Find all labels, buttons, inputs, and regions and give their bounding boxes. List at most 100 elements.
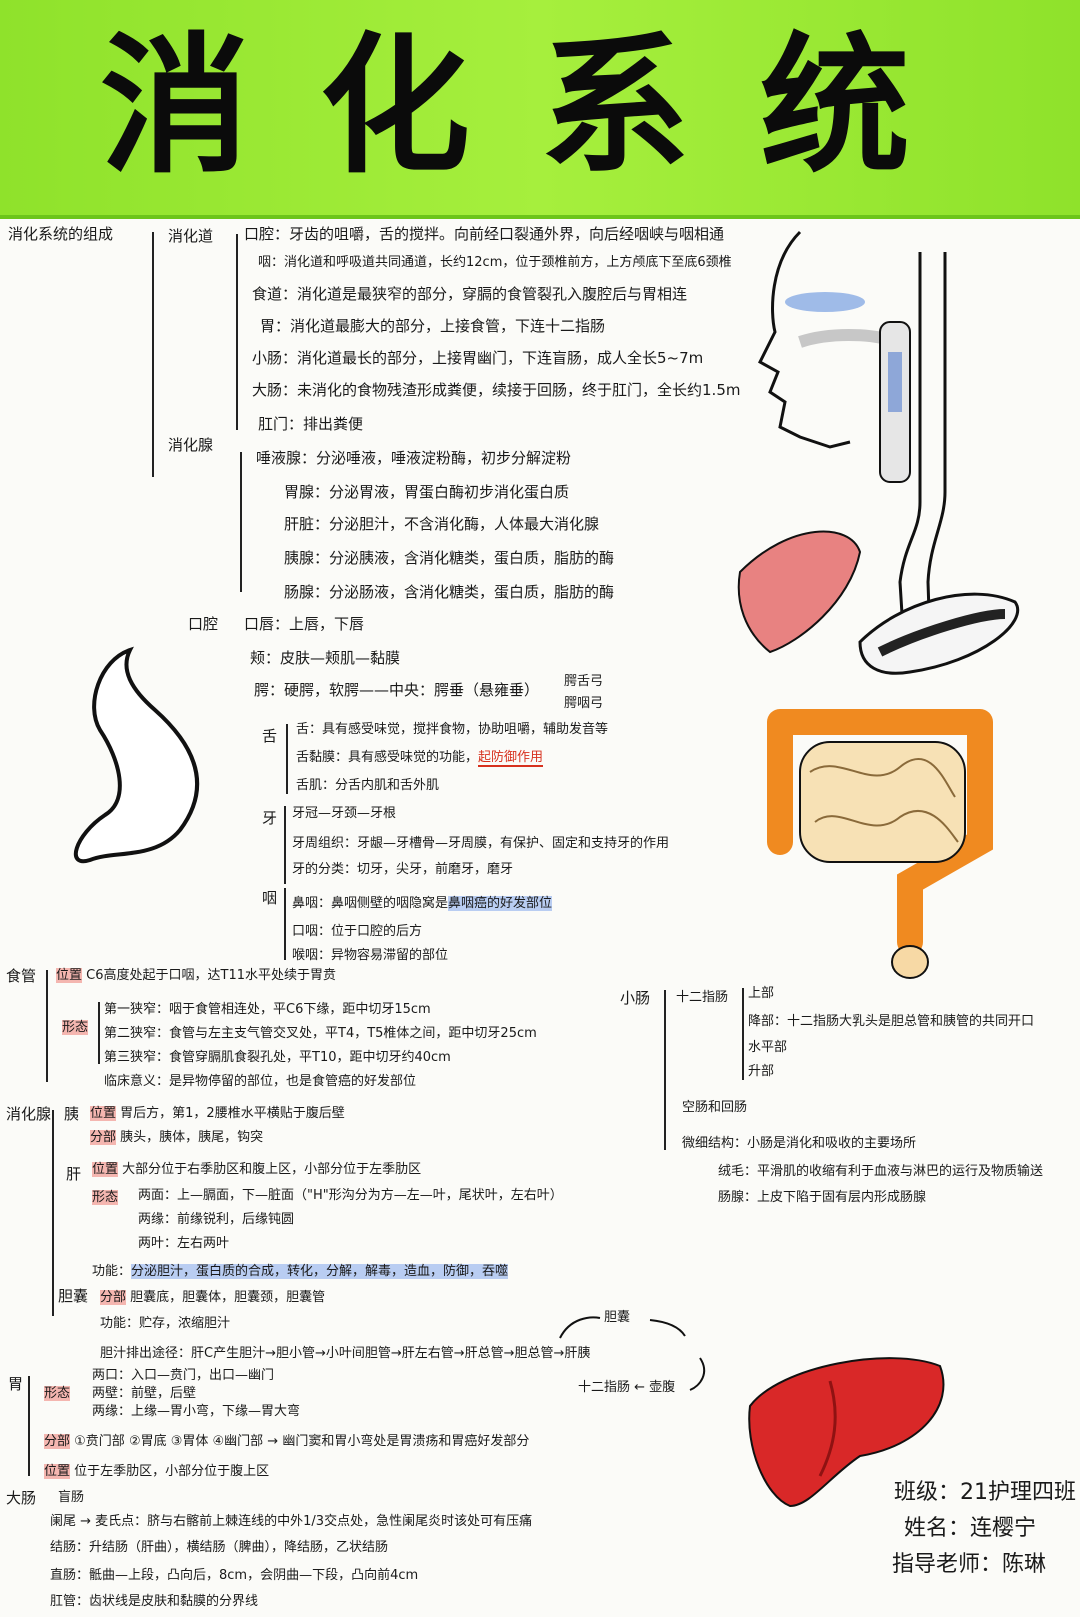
arrow-icon xyxy=(649,1319,686,1337)
palate-arch: 腭咽弓 xyxy=(564,696,604,711)
liver-lobe-line xyxy=(818,1380,837,1477)
liver-function-a: 分泌胆汁，蛋白质的合成， xyxy=(131,1264,288,1279)
tongue-mucosa-text: 舌黏膜：具有感受味觉的功能， xyxy=(296,750,479,765)
stomach-outline-icon xyxy=(73,646,200,864)
bracket-line xyxy=(46,970,48,1082)
liver-shape-1: 两面：上—膈面，下—脏面（"H"形沟分为方—左—叶，尾状叶，左右叶） xyxy=(138,1188,563,1203)
liver-shape-icon xyxy=(748,1357,945,1508)
mouth-label: 口腔 xyxy=(188,615,219,633)
gland-item: 胃腺：分泌胃液，胃蛋白酶初步消化蛋白质 xyxy=(284,483,570,501)
tag-position: 位置 xyxy=(56,968,83,983)
pharynx-item: 鼻咽：鼻咽侧壁的咽隐窝是鼻咽癌的好发部位 xyxy=(292,896,553,911)
gland-item: 肠腺：分泌肠液，含消化糖类，蛋白质，脂肪的酶 xyxy=(284,583,615,601)
liver-label: 肝 xyxy=(66,1165,82,1183)
liver-shape-2: 两缘：前缘锐利，后缘钝圆 xyxy=(138,1212,295,1227)
teeth-label: 牙 xyxy=(262,809,278,827)
arrow-icon xyxy=(559,1316,601,1339)
stomach-shade xyxy=(877,609,1006,657)
large-intestine-item: 阑尾 → 麦氏点：脐与右髂前上棘连线的中外1/3交点处，急性阑尾炎时该处可有压痛 xyxy=(50,1514,533,1529)
tag-shape: 形态 xyxy=(62,1020,89,1035)
gallbladder-function: 功能：贮存，浓缩胆汁 xyxy=(100,1316,231,1331)
tongue-item: 舌肌：分舌内肌和舌外肌 xyxy=(296,778,440,793)
tract-item: 大肠：未消化的食物残渣形成粪便，续接于回肠，终于肛门，全长约1.5m xyxy=(252,381,741,399)
tract-item: 咽：消化道和呼吸道共同通道，长约12cm，位于颈椎前方，上方颅底下至底6颈椎 xyxy=(258,255,732,270)
tag-function: 功能： xyxy=(92,1264,132,1279)
bracket-line xyxy=(52,1110,54,1316)
bracket-line xyxy=(664,990,666,1150)
tag-parts: 分部 xyxy=(100,1290,127,1305)
clinical-significance: 临床意义：是异物停留的部位，也是食管癌的好发部位 xyxy=(104,1074,417,1089)
bracket-line xyxy=(240,452,242,592)
pharynx-item: 口咽：位于口腔的后方 xyxy=(292,924,423,939)
face-profile-icon xyxy=(758,230,851,449)
duodenum-part: 升部 xyxy=(748,1064,775,1079)
duodenum-part: 降部：十二指肠大乳头是胆总管和胰管的共同开口 xyxy=(748,1014,1035,1029)
tag-position: 位置 xyxy=(92,1162,119,1177)
gland-label: 消化腺 xyxy=(168,436,214,454)
tag-shape: 形态 xyxy=(92,1190,119,1205)
tract-item: 胃：消化道最膨大的部分，上接食管，下连十二指肠 xyxy=(260,317,606,335)
glands-label: 消化腺 xyxy=(6,1105,52,1123)
tongue-label: 舌 xyxy=(262,727,278,745)
mouth-palate: 腭：硬腭，软腭——中央：腭垂（悬雍垂） xyxy=(254,681,540,699)
stomach-shape-1: 两口：入口—贲门，出口—幽门 xyxy=(92,1368,275,1383)
stomach-parts-text: ①贲门部 ②胃底 ③胃体 ④幽门部 → 幽门窦和胃小弯处是胃溃疡和胃癌好发部分 xyxy=(74,1434,530,1449)
bracket-line xyxy=(236,234,238,430)
stomach-shape-3: 两缘：上缘—胃小弯，下缘—胃大弯 xyxy=(92,1404,301,1419)
tract-label: 消化道 xyxy=(168,227,214,245)
mouth-cheek: 颊：皮肤—颊肌—黏膜 xyxy=(250,649,401,667)
villi: 绒毛：平滑肌的收缩有利于血液与淋巴的运行及物质输送 xyxy=(718,1164,1044,1179)
palate-arch: 腭舌弓 xyxy=(564,674,604,689)
small-intestine-icon xyxy=(799,741,966,863)
teeth-item: 牙的分类：切牙，尖牙，前磨牙，磨牙 xyxy=(292,862,514,877)
pharynx-label: 咽 xyxy=(262,889,278,907)
pancreas-position-text: 胃后方，第1，2腰椎水平横贴于腹后壁 xyxy=(120,1106,345,1121)
bracket-line xyxy=(28,1376,30,1476)
tag-shape: 形态 xyxy=(44,1386,71,1401)
stomach-icon xyxy=(858,592,1019,675)
duodenum-label: 十二指肠 xyxy=(676,990,729,1005)
tag-parts: 分部 xyxy=(90,1130,117,1145)
stomach-label: 胃 xyxy=(8,1375,24,1393)
stomach-position-text: 位于左季肋区，小部分位于腹上区 xyxy=(74,1464,270,1479)
liver-position-text: 大部分位于右季肋区和腹上区，小部分位于左季肋区 xyxy=(122,1162,422,1177)
components-heading: 消化系统的组成 xyxy=(8,225,114,243)
bile-path: 胆汁排出途径：肝C产生胆汁→胆小管→小叶间胆管→肝左右管→肝总管→胆总管→肝胰 xyxy=(100,1346,591,1361)
tract-item: 口腔：牙齿的咀嚼，舌的搅拌。向前经口裂通外界，向后经咽峡与咽相通 xyxy=(244,225,725,243)
narrowing-2: 第二狭窄：食管与左主支气管交叉处，平T4，T5椎体之间，距中切牙25cm xyxy=(104,1026,537,1041)
tract-item: 小肠：消化道最长的部分，上接胃幽门，下连盲肠，成人全长5~7m xyxy=(252,349,704,367)
large-intestine-icon xyxy=(767,709,993,955)
liver-illustration xyxy=(748,1357,945,1508)
small-intestine-label: 小肠 xyxy=(620,989,651,1007)
tract-item: 食道：消化道是最狭窄的部分，穿膈的食管裂孔入腹腔后与胃相连 xyxy=(252,285,688,303)
liver-function: 功能：分泌胆汁，蛋白质的合成，转化，分解，解毒，造血，防御，吞噬 xyxy=(92,1264,509,1279)
esophagus-label: 食管 xyxy=(6,967,37,985)
pancreas-position: 位置 胃后方，第1，2腰椎水平横贴于腹后壁 xyxy=(90,1106,345,1121)
tongue-defense-highlight: 起防御作用 xyxy=(478,750,544,767)
bracket-line xyxy=(742,988,744,1080)
tag-parts: 分部 xyxy=(44,1434,71,1449)
liver-shape-3: 两叶：左右两叶 xyxy=(138,1236,230,1251)
bile-path-duodenum: 十二指肠 ← 壶腹 xyxy=(578,1380,676,1395)
gallbladder-parts-text: 胆囊底，胆囊体，胆囊颈，胆囊管 xyxy=(130,1290,326,1305)
bracket-line xyxy=(98,1002,100,1064)
pharynx-cancer-highlight: 鼻咽癌的好发部位 xyxy=(448,896,553,911)
teacher-name: 指导老师：陈琳 xyxy=(892,1552,1047,1577)
tract-item: 肛门：排出粪便 xyxy=(258,415,364,433)
page-title: 消化系统 xyxy=(99,18,980,194)
liver-icon xyxy=(737,530,862,654)
narrowing-3: 第三狭窄：食管穿膈肌食裂孔处，平T10，距中切牙约40cm xyxy=(104,1050,451,1065)
large-intestine-item: 肛管：齿状线是皮肤和黏膜的分界线 xyxy=(50,1594,259,1609)
pancreas-parts-text: 胰头，胰体，胰尾，钩突 xyxy=(120,1130,264,1145)
pharynx-item: 喉咽：异物容易滞留的部位 xyxy=(292,948,449,963)
large-intestine-item: 结肠：升结肠（肝曲），横结肠（脾曲），降结肠，乙状结肠 xyxy=(50,1540,389,1555)
micro-structure: 微细结构：小肠是消化和吸收的主要场所 xyxy=(682,1136,917,1151)
intestine-folds xyxy=(809,758,959,843)
digestive-system-illustration xyxy=(737,230,1019,979)
narrowing-1: 第一狭窄：咽于食管相连处，平C6下缘，距中切牙15cm xyxy=(104,1002,431,1017)
bracket-line xyxy=(152,232,154,477)
stomach-parts: 分部 ①贲门部 ②胃底 ③胃体 ④幽门部 → 幽门窦和胃小弯处是胃溃疡和胃癌好发… xyxy=(44,1434,529,1449)
esophagus-position: 位置 C6高度处起于口咽，达T11水平处续于胃贲 xyxy=(56,968,336,983)
tongue-item: 舌黏膜：具有感受味觉的功能，起防御作用 xyxy=(296,750,544,767)
student-name: 姓名：连樱宁 xyxy=(904,1516,1037,1541)
